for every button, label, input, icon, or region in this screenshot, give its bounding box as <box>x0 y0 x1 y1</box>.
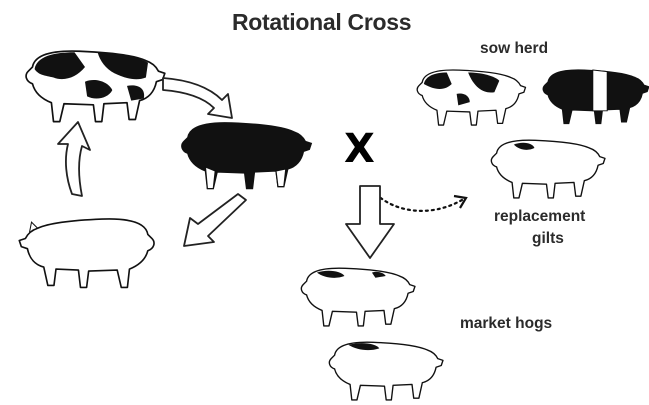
replacement-dotted-arrow <box>374 192 468 212</box>
white-boar-pig <box>18 218 155 289</box>
cross-symbol: X <box>344 126 375 172</box>
belted-sow-pig <box>542 69 649 125</box>
black-boar-pig <box>181 122 312 190</box>
replacement-gilts-label-line1: replacement <box>494 208 585 225</box>
replacement-gilts-label-line2: gilts <box>532 230 564 247</box>
cycle-arrow-left-up <box>57 121 91 197</box>
market-hogs-label: market hogs <box>460 315 552 332</box>
gilt-sow-pig <box>490 139 606 199</box>
sow-herd-label: sow herd <box>480 40 548 57</box>
spotted-sow-pig <box>416 69 527 126</box>
market-hog-pig-1 <box>300 267 416 327</box>
diagram-title: Rotational Cross <box>232 9 411 35</box>
cycle-arrow-lower-right <box>183 193 247 247</box>
spotted-boar-pig <box>25 50 166 123</box>
down-arrow-to-market <box>345 185 395 259</box>
market-hog-pig-2 <box>328 341 444 401</box>
cycle-arrow-top <box>162 77 233 119</box>
